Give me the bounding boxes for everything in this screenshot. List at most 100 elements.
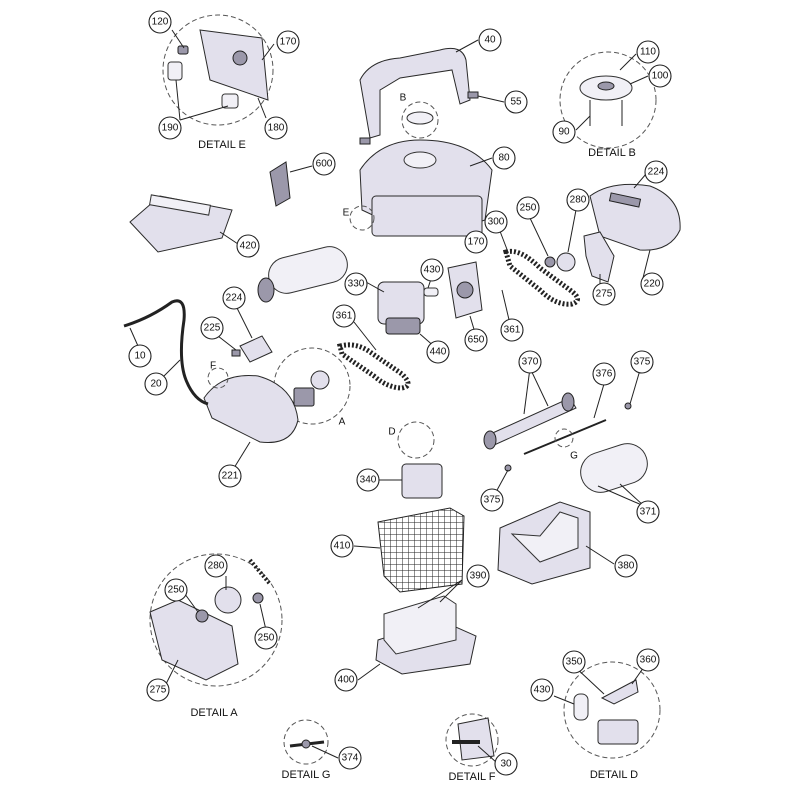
svg-text:224: 224	[648, 167, 665, 178]
front-roller	[257, 246, 348, 303]
svg-text:170: 170	[280, 37, 297, 48]
callout-225: 225	[200, 316, 224, 340]
brush-shaft-assembly: G	[483, 367, 648, 507]
callout-430-detail: 430	[530, 678, 554, 702]
svg-text:170: 170	[468, 237, 485, 248]
caption-detail-d: DETAIL D	[590, 769, 638, 781]
letter-b: B	[400, 93, 407, 104]
svg-text:375: 375	[634, 357, 651, 368]
callout-375-top: 375	[630, 350, 654, 374]
callout-350: 350	[562, 650, 586, 674]
bushing-part	[232, 50, 248, 66]
callout-170: 170	[276, 30, 300, 54]
callout-361-right: 361	[500, 318, 524, 342]
drive-block	[365, 261, 483, 349]
svg-text:650: 650	[468, 335, 485, 346]
filter-mesh-410-part	[377, 507, 465, 593]
svg-text:190: 190	[162, 123, 179, 134]
body-shell-part	[371, 195, 483, 237]
bracket-275-part	[583, 231, 615, 283]
svg-text:380: 380	[618, 561, 635, 572]
svg-text:20: 20	[150, 379, 162, 390]
callout-80: 80	[492, 146, 516, 170]
letter-f: F	[210, 361, 216, 372]
svg-text:250: 250	[168, 585, 185, 596]
callout-275-top: 275	[592, 282, 616, 306]
callout-280-detail: 280	[204, 554, 228, 578]
svg-text:221: 221	[222, 471, 239, 482]
svg-text:430: 430	[424, 265, 441, 276]
detail-f: DETAIL F	[445, 713, 499, 783]
callout-430-top: 430	[420, 258, 444, 282]
letter-a: A	[339, 417, 346, 428]
pin-430-part	[423, 287, 439, 297]
right-drive-gears	[529, 209, 615, 286]
svg-text:371: 371	[640, 507, 657, 518]
letter-d: D	[388, 427, 395, 438]
callout-224-left: 224	[222, 286, 246, 310]
caption-detail-g: DETAIL G	[282, 769, 331, 781]
svg-text:340: 340	[360, 475, 377, 486]
callouts: 120 170 190 180 40 55 110 100 90 600 80 …	[128, 10, 672, 776]
svg-text:600: 600	[316, 159, 333, 170]
impeller-cover-part	[406, 111, 434, 125]
callout-374: 374	[338, 746, 362, 770]
bearing-250-detail-part	[195, 609, 209, 623]
callout-250-top: 250	[516, 196, 540, 220]
callout-600: 600	[312, 152, 336, 176]
callout-40: 40	[478, 28, 502, 52]
callout-250-detail-right: 250	[254, 626, 278, 650]
svg-text:280: 280	[208, 561, 225, 572]
roller-part	[268, 246, 348, 294]
detail-a: DETAIL A	[149, 553, 283, 719]
svg-text:100: 100	[652, 71, 669, 82]
callout-370: 370	[518, 350, 542, 374]
callout-110: 110	[636, 40, 660, 64]
callout-224-right: 224	[644, 160, 668, 184]
callout-20: 20	[144, 372, 168, 396]
callout-280-top: 280	[566, 188, 590, 212]
callout-371: 371	[636, 500, 660, 524]
callout-440: 440	[426, 340, 450, 364]
callout-375-bottom: 375	[480, 488, 504, 512]
callout-300: 300	[484, 210, 508, 234]
svg-text:90: 90	[558, 127, 570, 138]
callout-376: 376	[592, 362, 616, 386]
callout-120: 120	[148, 10, 172, 34]
svg-text:40: 40	[484, 35, 496, 46]
handle-part	[359, 47, 471, 139]
caption-detail-b: DETAIL B	[588, 147, 636, 159]
callout-55: 55	[504, 90, 528, 114]
callout-100: 100	[648, 64, 672, 88]
cover-plate	[129, 194, 239, 253]
svg-text:225: 225	[204, 323, 221, 334]
callout-400: 400	[334, 668, 358, 692]
svg-text:10: 10	[134, 351, 146, 362]
svg-text:361: 361	[504, 325, 521, 336]
screw-part	[467, 91, 479, 99]
right-side-plate	[589, 173, 681, 283]
svg-text:250: 250	[258, 633, 275, 644]
svg-text:300: 300	[488, 217, 505, 228]
pulley-280-part	[556, 252, 576, 272]
callout-30: 30	[494, 752, 518, 776]
svg-text:55: 55	[510, 97, 522, 108]
impeller-350-part	[600, 679, 639, 705]
callout-330: 330	[344, 272, 368, 296]
callout-221: 221	[218, 464, 242, 488]
svg-text:440: 440	[430, 347, 447, 358]
callout-90: 90	[552, 120, 576, 144]
caption-detail-a: DETAIL A	[190, 707, 238, 719]
filter-tray	[357, 579, 477, 681]
svg-text:275: 275	[150, 685, 167, 696]
callout-390: 390	[466, 564, 490, 588]
motor-340-part	[401, 463, 443, 499]
detail-e: DETAIL E	[162, 14, 275, 151]
bearing-250-part	[544, 256, 556, 268]
side-plate-part	[199, 29, 269, 101]
callout-170-mid: 170	[464, 230, 488, 254]
belt-300-part	[502, 248, 580, 307]
svg-text:376: 376	[596, 369, 613, 380]
detail-d: DETAIL D	[553, 661, 661, 781]
